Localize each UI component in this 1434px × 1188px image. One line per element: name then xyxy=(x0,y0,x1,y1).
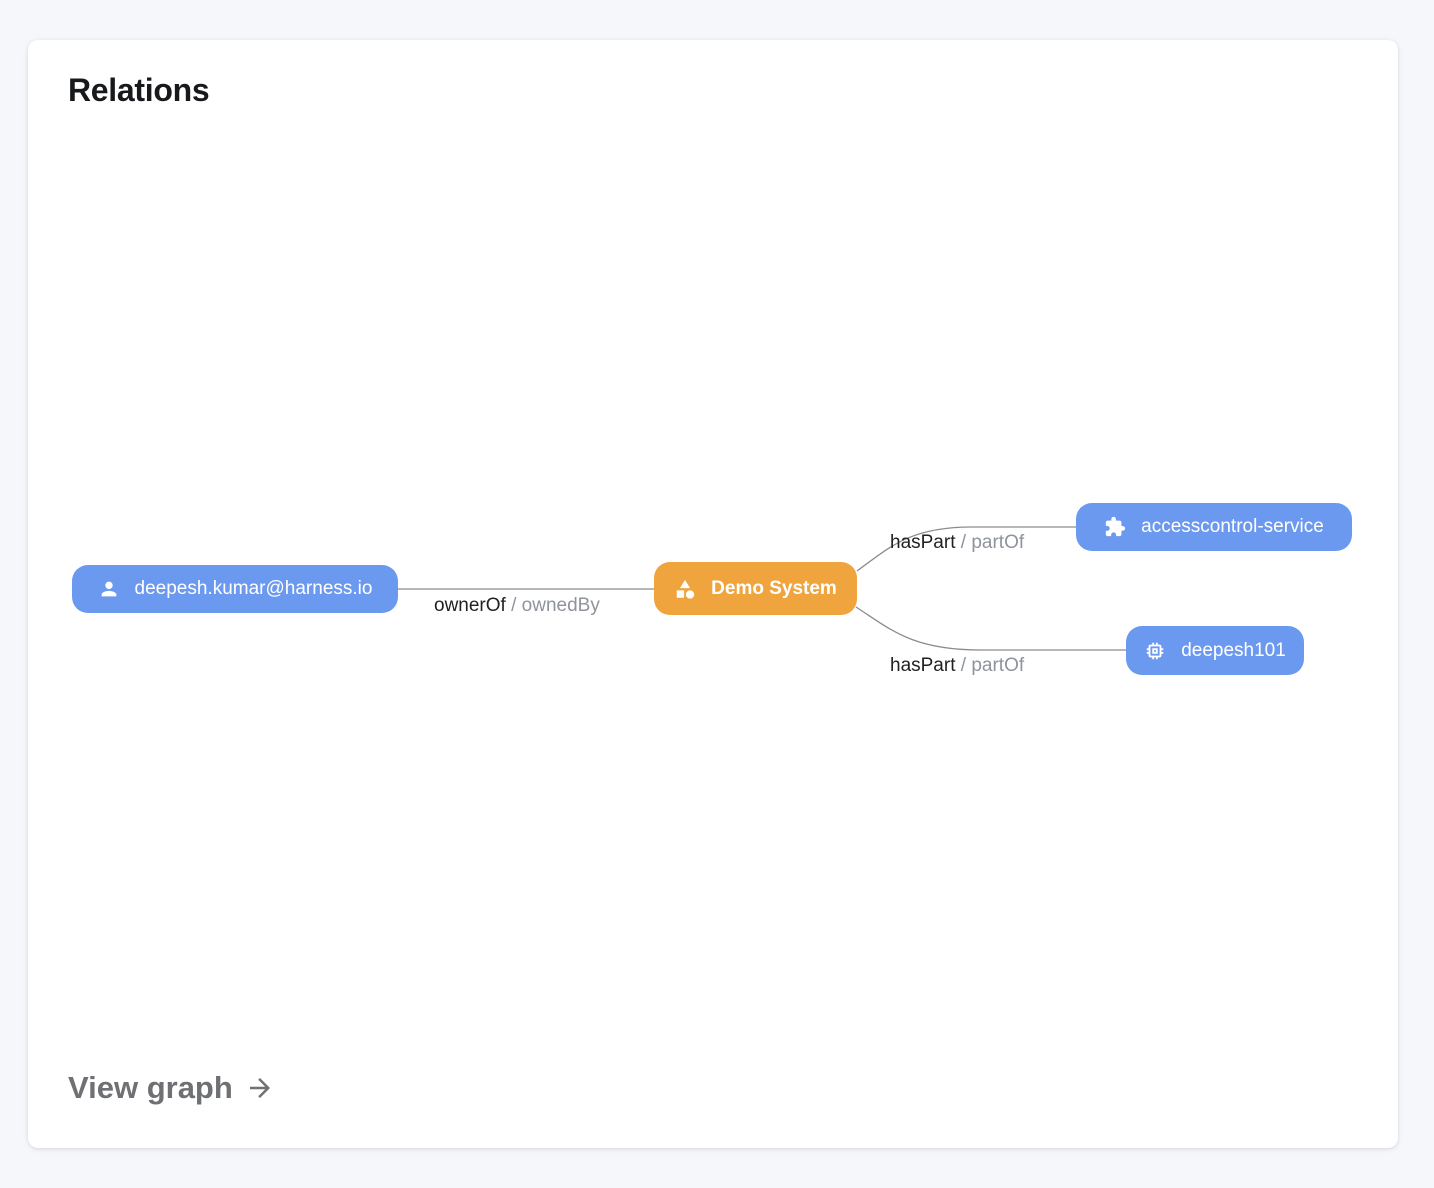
category-icon xyxy=(674,578,696,600)
node-label: Demo System xyxy=(711,577,837,599)
relation-forward: hasPart xyxy=(890,532,956,553)
node-user-deepesh-kumar[interactable]: deepesh.kumar@harness.io xyxy=(72,565,398,613)
node-label: deepesh101 xyxy=(1181,639,1286,661)
node-component-deepesh101[interactable]: deepesh101 xyxy=(1126,626,1304,675)
relation-reverse: / partOf xyxy=(960,655,1025,676)
relation-forward: ownerOf xyxy=(434,595,506,616)
view-graph-label: View graph xyxy=(68,1070,233,1105)
edge-label-haspart-service: hasPart / partOf xyxy=(890,532,1024,554)
node-service-accesscontrol[interactable]: accesscontrol-service xyxy=(1076,503,1352,551)
view-graph-link[interactable]: View graph xyxy=(68,1070,275,1106)
relation-reverse: / partOf xyxy=(960,532,1025,553)
node-system-demo-system[interactable]: Demo System xyxy=(654,562,857,615)
relation-forward: hasPart xyxy=(890,655,956,676)
relations-card: Relations deepesh.kumar@harness.io Demo … xyxy=(28,40,1398,1148)
memory-icon xyxy=(1144,640,1166,662)
edge-label-ownerof: ownerOf / ownedBy xyxy=(434,595,600,617)
edge-label-haspart-component: hasPart / partOf xyxy=(890,655,1024,677)
node-label: deepesh.kumar@harness.io xyxy=(134,578,373,599)
arrow-right-icon xyxy=(245,1073,275,1103)
person-icon xyxy=(98,578,120,600)
relation-reverse: / ownedBy xyxy=(511,595,600,616)
puzzle-icon xyxy=(1104,516,1126,538)
node-label: accesscontrol-service xyxy=(1141,516,1324,537)
edge-line-haspart-bottom xyxy=(855,606,1126,651)
card-title: Relations xyxy=(68,72,210,108)
